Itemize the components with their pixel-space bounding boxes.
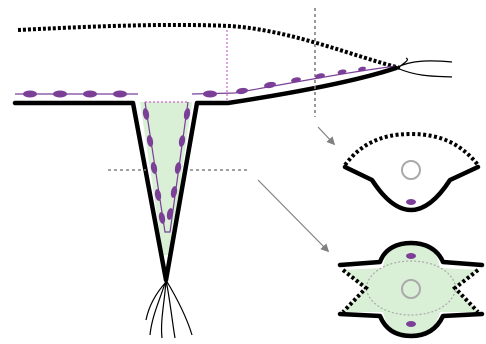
cross-section-lower (337, 240, 485, 339)
lower-section-left-dashed (341, 268, 369, 314)
main-surface-outline (12, 65, 399, 283)
lower-section-right-dashed (452, 268, 480, 314)
ellipse-icon (406, 321, 416, 327)
ellipse-icon (158, 212, 166, 224)
ellipse-icon (406, 199, 416, 205)
invagination-fill (140, 102, 192, 255)
ellipse-icon (83, 90, 97, 98)
ellipse-icon (142, 108, 150, 120)
ellipse-icon (315, 73, 325, 79)
lower-section-bottom-outline (337, 311, 485, 339)
ellipse-icon (150, 162, 158, 174)
ellipse-icon (53, 90, 67, 98)
cell-group (23, 66, 366, 224)
ellipse-icon (154, 189, 162, 201)
ellipse-icon (166, 208, 174, 220)
cell-layer-line (15, 65, 397, 233)
ellipse-icon (264, 81, 276, 89)
upper-section-circle (401, 160, 421, 180)
lower-section-top-outline (337, 240, 485, 268)
ellipse-icon (203, 90, 217, 98)
right-fibers (395, 57, 453, 78)
bottom-fibers (145, 279, 193, 339)
ellipse-icon (113, 90, 127, 98)
lower-section-circle (401, 279, 421, 299)
ellipse-icon (178, 135, 186, 147)
ellipse-icon (406, 253, 416, 259)
ellipse-icon (337, 69, 347, 75)
upper-section-outline (342, 164, 481, 213)
upper-dashed-layer (17, 22, 401, 70)
arrow-icon (257, 179, 330, 253)
arrow-icon (317, 126, 336, 146)
ellipse-icon (358, 66, 366, 72)
cross-section-upper (342, 131, 481, 213)
ellipse-icon (146, 135, 154, 147)
ellipse-icon (291, 77, 301, 83)
ellipse-icon (170, 186, 178, 198)
ellipse-icon (23, 90, 37, 98)
ellipse-icon (183, 108, 191, 120)
ellipse-icon (236, 87, 248, 95)
lower-section-fill (343, 243, 478, 336)
ellipse-icon (174, 162, 182, 174)
